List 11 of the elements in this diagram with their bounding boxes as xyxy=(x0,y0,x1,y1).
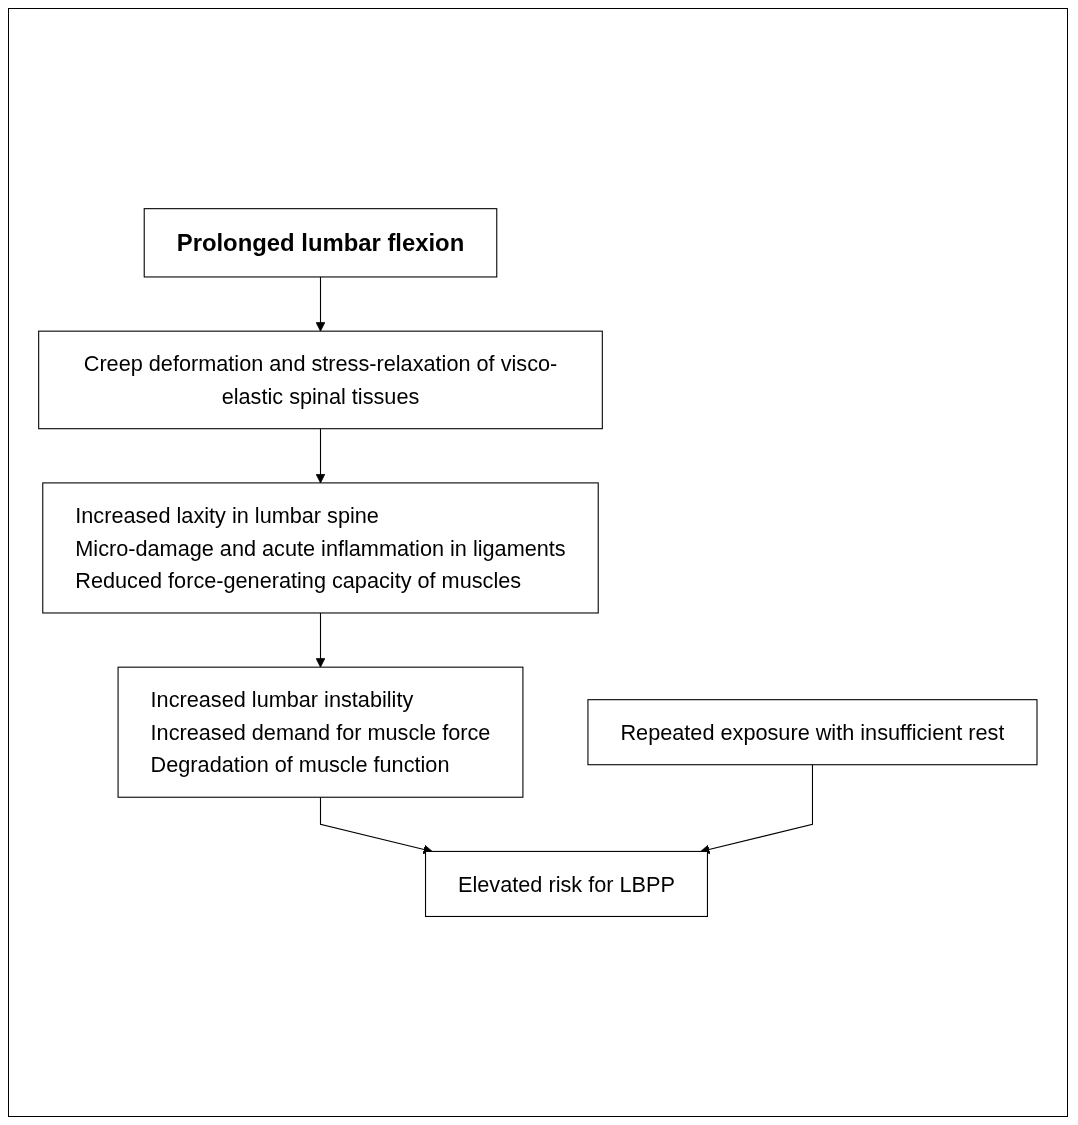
node-box: Prolonged lumbar flexion xyxy=(143,208,498,278)
node-box: Increased laxity in lumbar spine Micro-damage and acute inflammation in ligaments Reduced force-generating capacity of muscles xyxy=(42,482,599,614)
node-box: Repeated exposure with insufficient rest xyxy=(587,699,1038,766)
node-box: Elevated risk for LBPP xyxy=(425,850,709,917)
arrow xyxy=(315,276,326,332)
arrow xyxy=(315,428,326,484)
arrow xyxy=(320,796,433,854)
node-box: Creep deformation and stress-relaxation of visco-elastic spinal tissues xyxy=(38,330,603,430)
arrow xyxy=(700,764,814,854)
node-box: Increased lumbar instability Increased demand for muscle force Degradation of muscle function xyxy=(117,666,524,798)
arrow xyxy=(315,612,326,668)
